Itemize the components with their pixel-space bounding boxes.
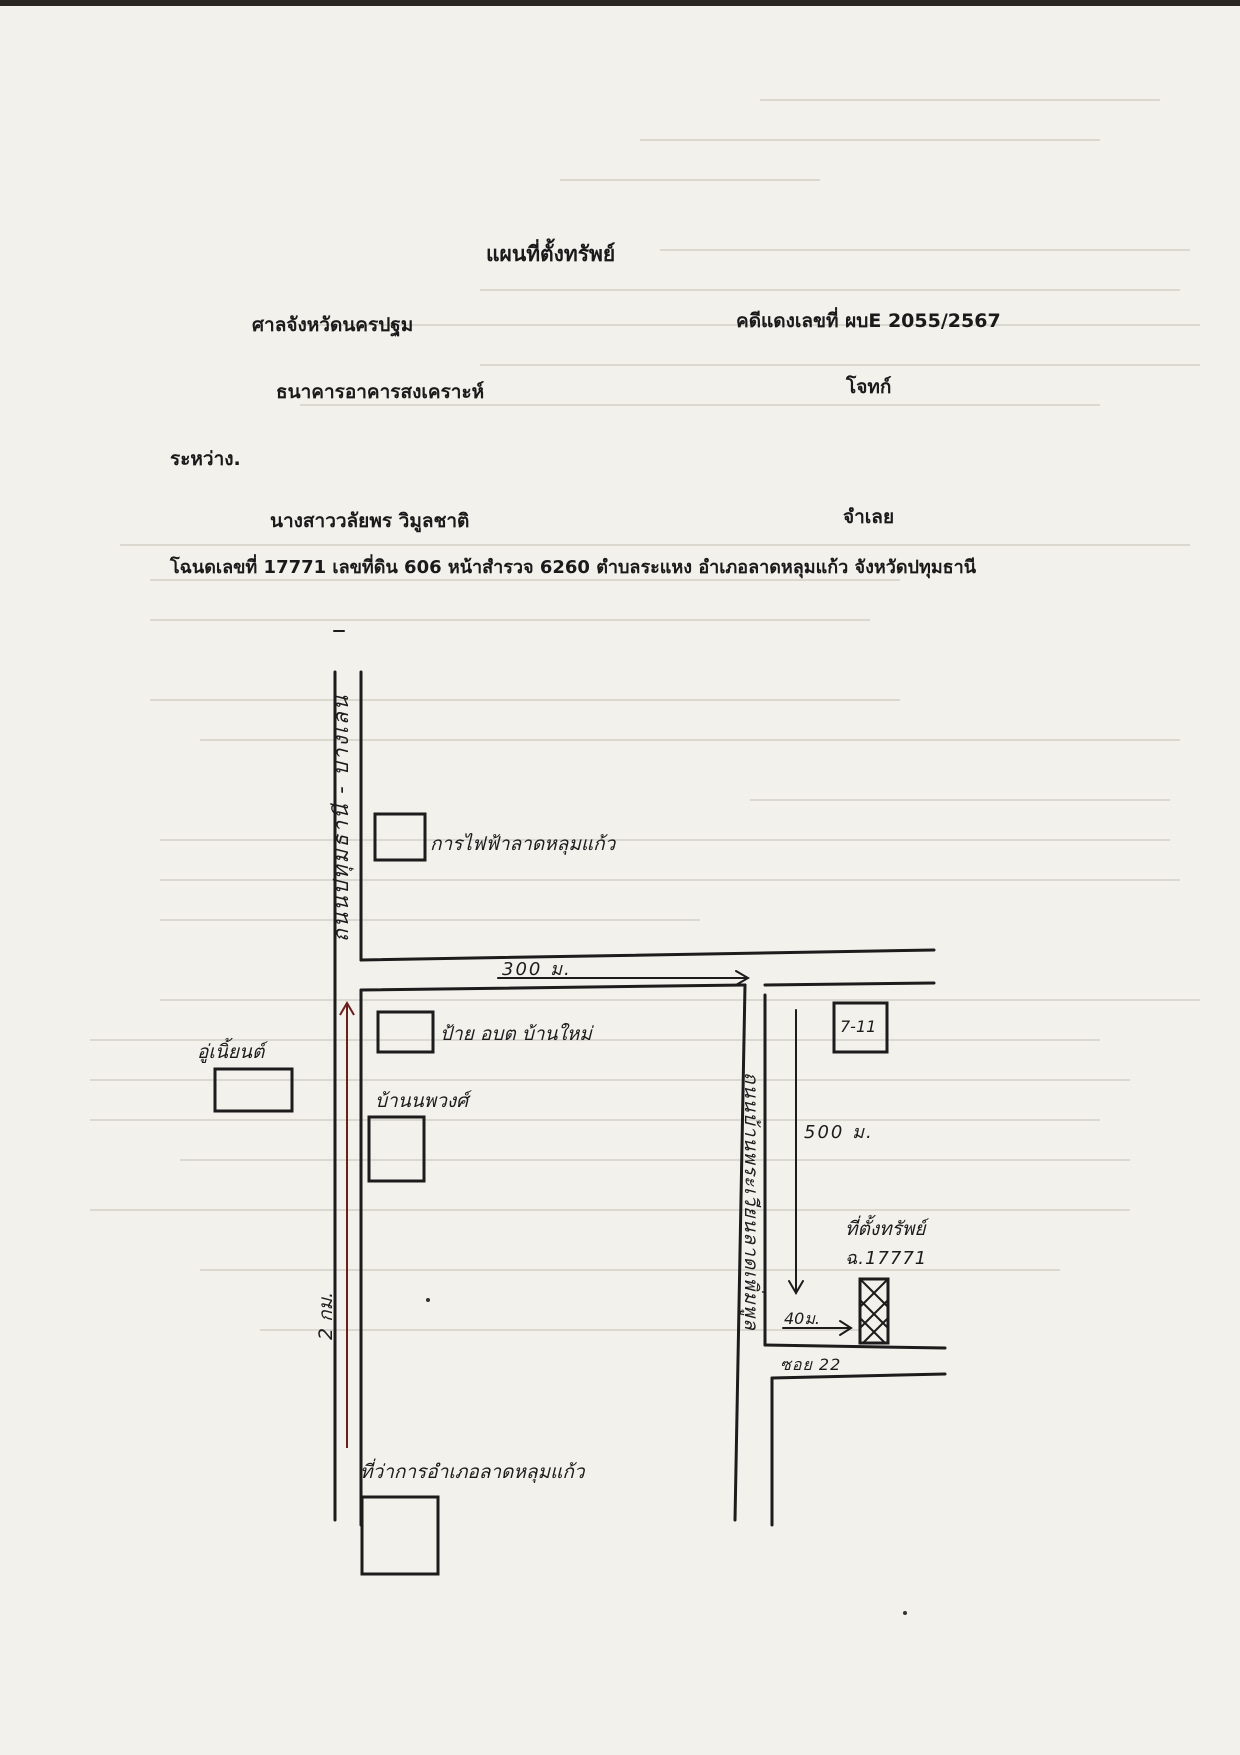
plaintiff-name: ธนาคารอาคารสงเคราะห์ xyxy=(276,381,485,403)
main-road-label: ถนนปทุมธานี - บางเลน xyxy=(329,694,354,942)
vertical-road-distance: 500 ม. xyxy=(804,1122,874,1143)
side-road-arrow xyxy=(497,970,750,986)
garage-label: อู่เนิ้ยนต์ xyxy=(197,1037,268,1063)
court-name: ศาลจังหวัดนครปฐม xyxy=(252,314,414,336)
district-office-box xyxy=(360,1495,440,1576)
plaintiff-role: โจทก์ xyxy=(846,376,892,398)
house-village-box xyxy=(367,1115,426,1183)
garage-box xyxy=(213,1067,294,1113)
property-box xyxy=(858,1277,890,1345)
seven-eleven-box xyxy=(832,1001,889,1054)
district-office-label: ที่ว่าการอำเภอลาดหลุมแก้ว xyxy=(360,1458,586,1483)
deed-description: โฉนดเลขที่ 17771 เลขที่ดิน 606 หน้าสำรวจ… xyxy=(170,557,977,578)
bus-stop-sign-label: ป้าย อบต บ้านใหม่ xyxy=(440,1022,595,1045)
case-number: คดีแดงเลขที่ ผบE 2055/2567 xyxy=(736,310,1001,332)
stray-dot xyxy=(903,1611,907,1615)
electricity-office-box xyxy=(373,812,427,862)
main-road-distance: 2 กม. xyxy=(315,1292,337,1340)
soi-distance: 40ม. xyxy=(784,1309,820,1328)
house-village-label: บ้านนพวงศ์ xyxy=(375,1090,472,1112)
side-road-edge-top xyxy=(359,948,936,962)
defendant-name: นางสาววลัยพร วิมูลชาติ xyxy=(270,510,470,532)
soi-edge-top xyxy=(763,1343,947,1350)
bus-stop-sign-box xyxy=(376,1010,435,1054)
side-road-distance: 300 ม. xyxy=(502,959,572,980)
property-hatching xyxy=(859,1278,889,1344)
vertical-road-label: ถนนบ้านพระเวียนลาดเพิ่มพูล xyxy=(740,1072,765,1331)
main-road-arrow xyxy=(339,1001,355,1448)
side-road-edge-bottom-right xyxy=(763,981,936,987)
property-deed-label: ฉ.17771 xyxy=(845,1248,927,1269)
between-label: ระหว่าง. xyxy=(170,448,241,470)
vertical-road-arrow xyxy=(788,1009,804,1295)
soi-arrow xyxy=(782,1320,853,1336)
document-title: แผนที่ตั้งทรัพย์ xyxy=(486,242,616,266)
soi-edge-bottom xyxy=(770,1372,947,1380)
defendant-role: จำเลย xyxy=(843,506,895,528)
stray-dot xyxy=(426,1298,430,1302)
seven-eleven-label: 7-11 xyxy=(840,1017,876,1036)
side-road-edge-bottom-left xyxy=(359,983,747,992)
soi-label: ซอย 22 xyxy=(780,1355,841,1374)
electricity-office-label: การไฟฟ้าลาดหลุมแก้ว xyxy=(430,832,617,855)
page-top-edge xyxy=(0,0,1240,6)
property-label: ที่ตั้งทรัพย์ xyxy=(845,1214,930,1240)
vertical-road-edge-left xyxy=(733,983,747,1522)
